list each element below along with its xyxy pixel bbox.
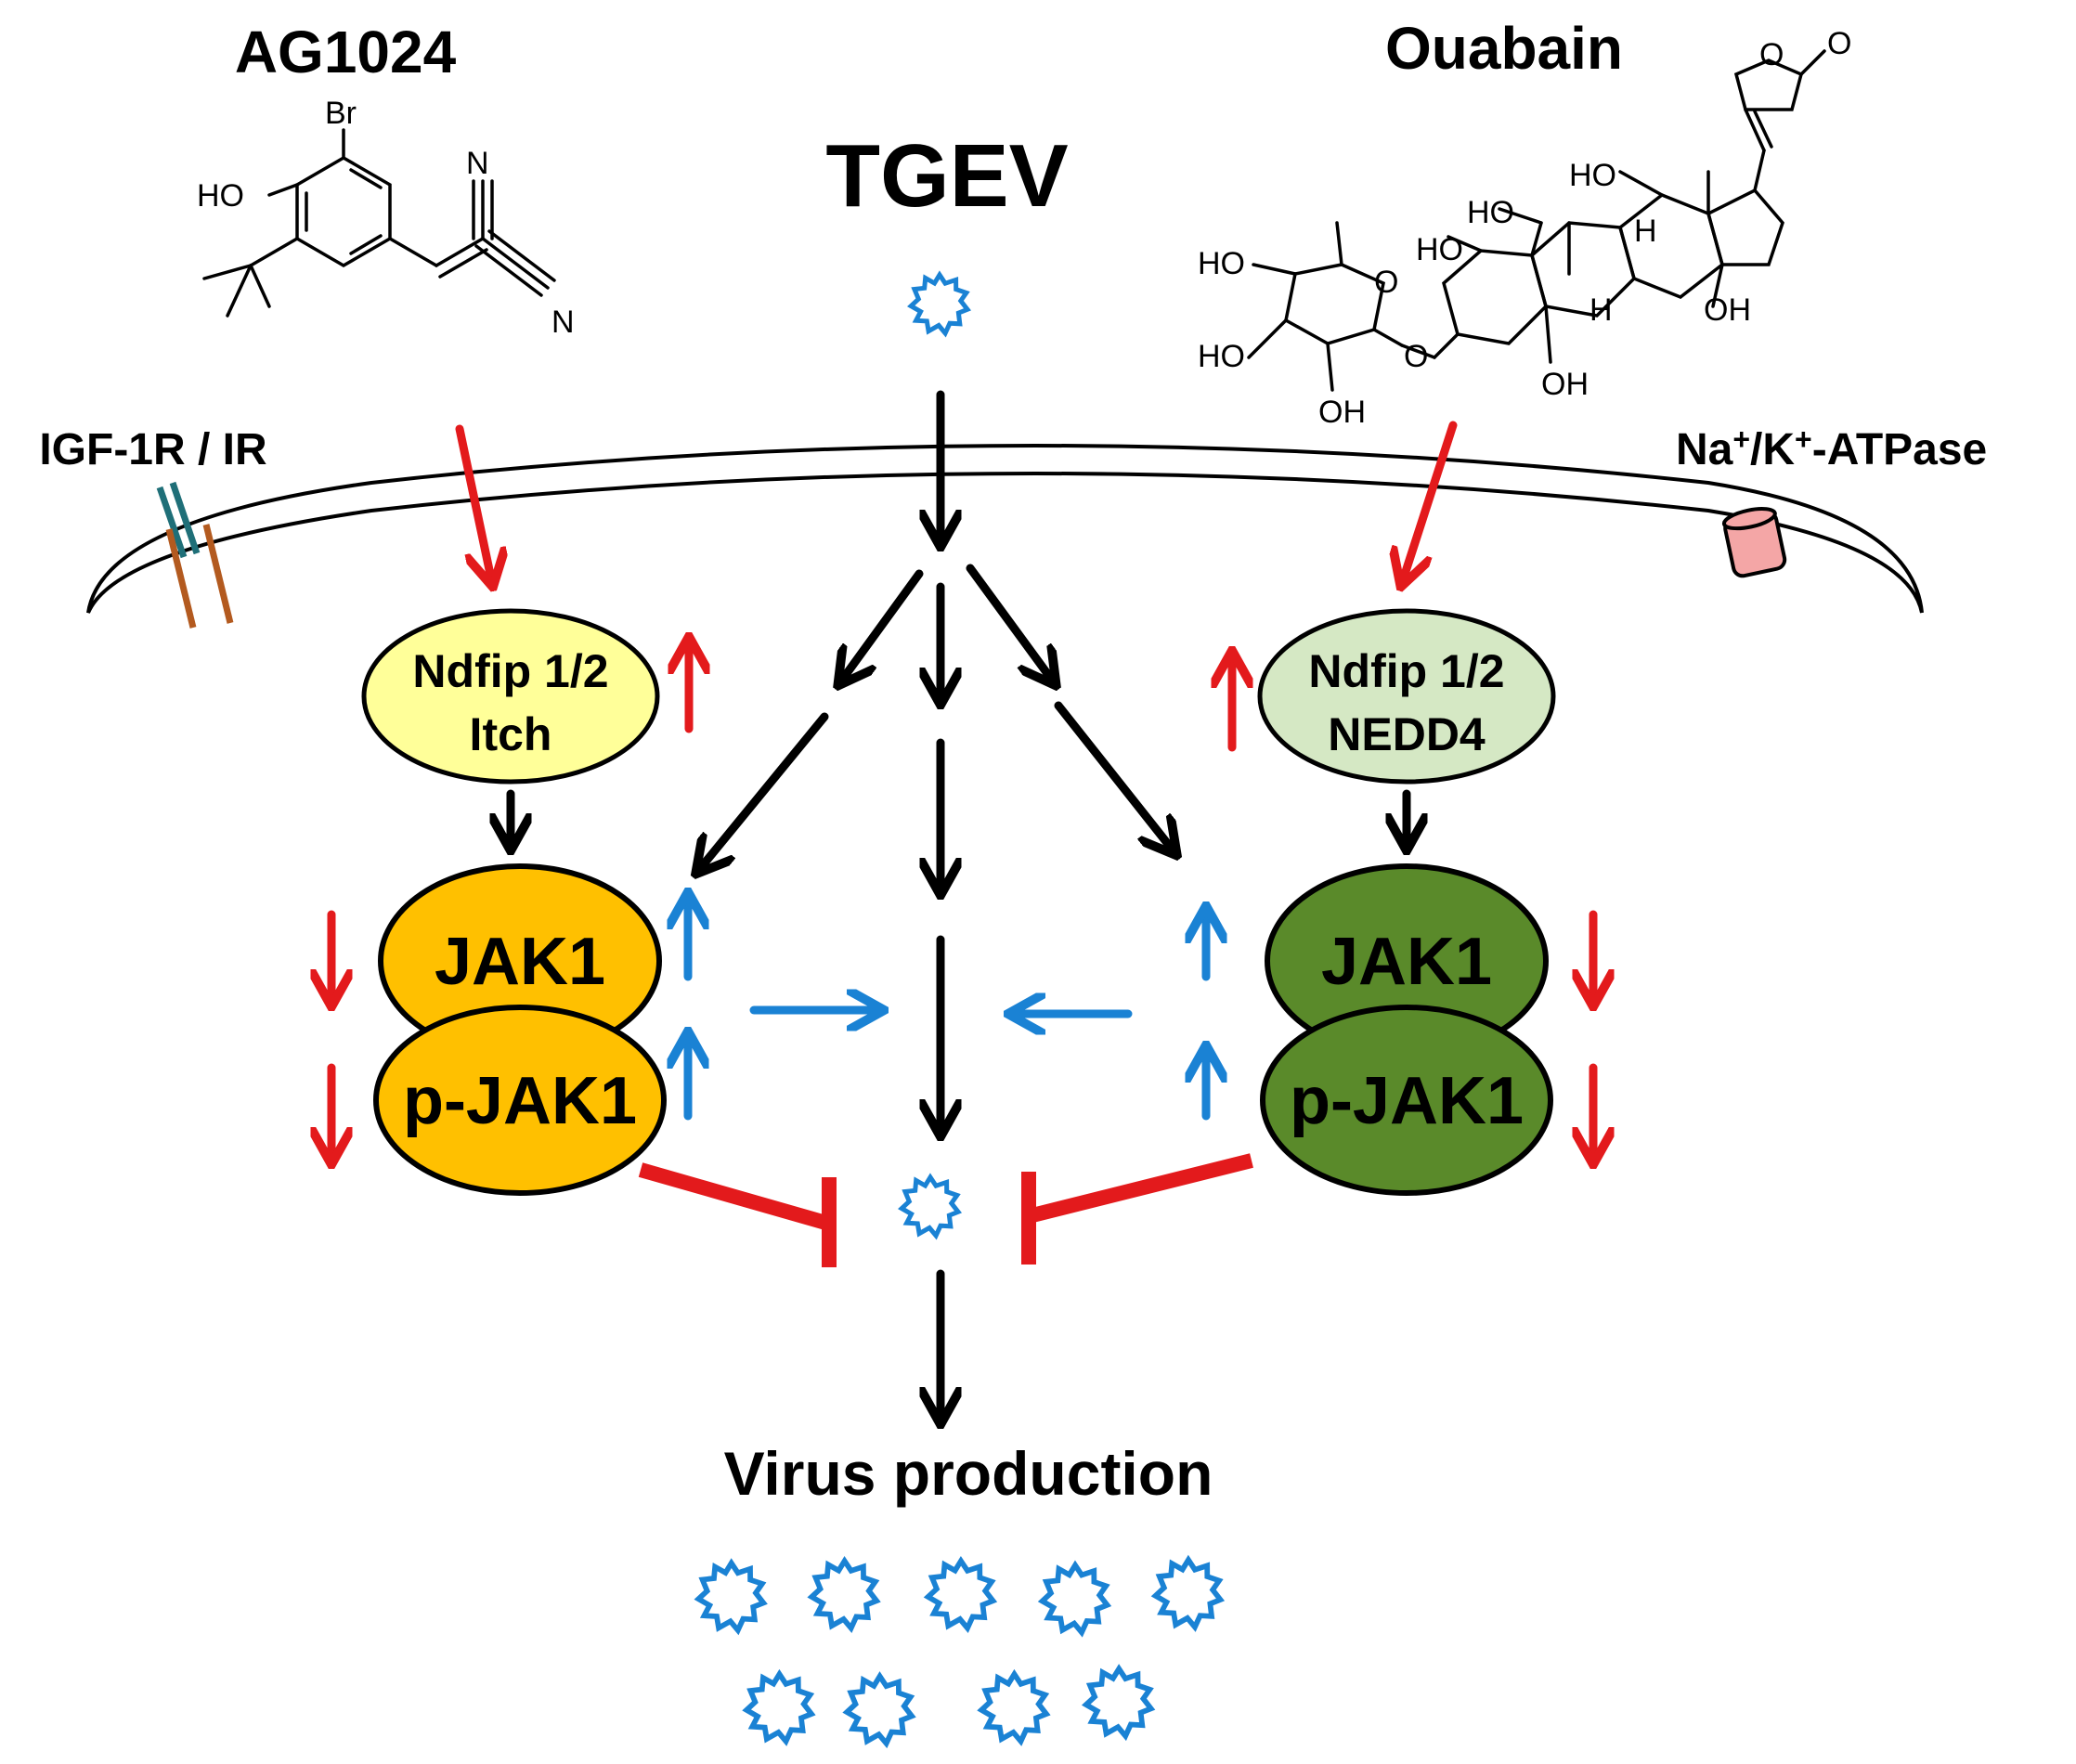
atom-label: Br [325, 96, 357, 131]
virion-icon [911, 275, 967, 333]
atom-label: O [1374, 265, 1398, 300]
atom-label: HO [1416, 232, 1463, 267]
virus-label-tgev: TGEV [825, 126, 1068, 226]
released-virions [698, 1560, 1220, 1744]
virion-icon [981, 1674, 1046, 1741]
virion-icon [1043, 1565, 1108, 1632]
atpase-sup-1: + [1732, 422, 1750, 456]
inhibition-lines [638, 1153, 1253, 1267]
ag1024-structure: Br HO N N [197, 96, 575, 340]
left-adaptor-line1: Ndfip 1/2 [412, 645, 608, 697]
right-adaptor-line2: NEDD4 [1328, 708, 1486, 760]
left-adaptor-ellipse [361, 608, 660, 785]
atom-label: O [1759, 37, 1784, 72]
red-regulation-arrows [331, 421, 1593, 1161]
atom-label: OH [1318, 395, 1366, 430]
left-adaptor-line2: Itch [470, 708, 552, 760]
center-pathway-arrows [698, 390, 1174, 1420]
right-adaptor-ellipse [1257, 608, 1556, 785]
atom-label: HO [197, 178, 244, 214]
atom-label: HO [1569, 158, 1616, 193]
igf1r-receptor-icon [156, 481, 234, 629]
atom-label: HO [1467, 195, 1514, 230]
atom-label: N [551, 305, 575, 340]
left-pjak1-ellipse [373, 1005, 667, 1196]
virion-icon [902, 1177, 958, 1236]
virion-icon [698, 1563, 763, 1630]
virion-icon [1156, 1560, 1221, 1627]
virion-icon [1086, 1668, 1151, 1735]
virion-icon [847, 1677, 912, 1744]
virion-icon [928, 1561, 993, 1628]
atom-label: N [466, 146, 489, 181]
right-adaptor-line1: Ndfip 1/2 [1308, 645, 1504, 697]
ouabain-structure: O O HO HO HO HO H H HO O O HO OH OH OH H… [1198, 26, 1851, 430]
atpase-suffix: -ATPase [1812, 425, 1988, 474]
atom-label: HO [1198, 339, 1245, 374]
atom-label: H [1634, 214, 1657, 249]
atom-label: O [1827, 26, 1851, 61]
atom-label: H [1589, 292, 1613, 328]
receptor-label-igf1r: IGF-1R / IR [39, 425, 266, 474]
virus-production-label: Virus production [724, 1439, 1213, 1508]
atpase-na: Na [1676, 425, 1733, 474]
left-pjak1-label: p-JAK1 [403, 1064, 637, 1138]
right-pjak1-label: p-JAK1 [1290, 1064, 1524, 1138]
atom-label: HO [1198, 246, 1245, 281]
atpase-k: /K [1750, 425, 1795, 474]
cell-membrane [86, 444, 1924, 614]
right-pjak1-ellipse [1260, 1005, 1553, 1196]
virion-icon [746, 1674, 811, 1741]
left-jak1-label: JAK1 [435, 925, 605, 999]
drug-label-ag1024: AG1024 [235, 19, 457, 85]
atom-label: OH [1704, 292, 1751, 328]
atom-label: O [1404, 339, 1428, 374]
drug-label-ouabain: Ouabain [1385, 15, 1623, 82]
atom-label: OH [1541, 367, 1589, 402]
atpase-pump-icon [1721, 507, 1787, 578]
receptor-label-atpase: Na+/K+-ATPase [1676, 422, 1987, 474]
atpase-sup-2: + [1795, 422, 1812, 456]
right-jak1-label: JAK1 [1321, 925, 1492, 999]
virion-icon [811, 1561, 876, 1628]
blue-regulation-arrows [688, 896, 1206, 1121]
